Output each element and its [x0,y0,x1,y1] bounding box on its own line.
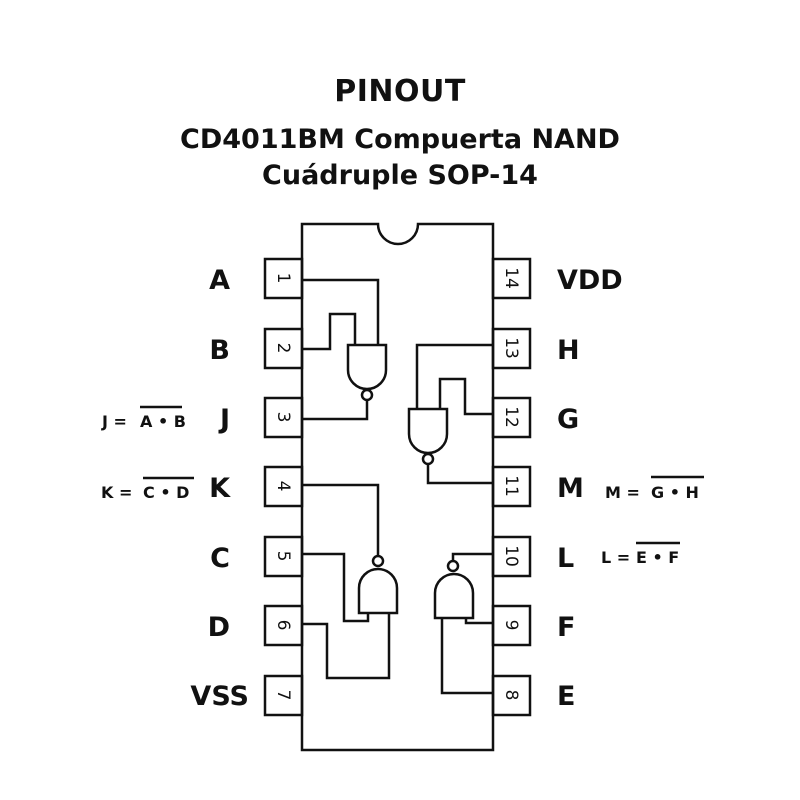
svg-text:E • F: E • F [636,548,679,567]
chip-body [300,222,495,752]
label-B: B [209,335,230,366]
svg-text:11: 11 [501,475,521,497]
title-line-2: Cuádruple SOP-14 [262,160,538,191]
svg-text:L =: L = [601,548,630,567]
left-pin-labels: A B J K C D VSS [190,265,249,712]
pin-10: 10 [491,535,532,578]
svg-text:9: 9 [501,620,521,631]
svg-text:8: 8 [501,690,521,701]
svg-text:14: 14 [501,267,521,289]
svg-text:M =: M = [605,483,640,502]
label-H: H [557,335,580,366]
right-pin-labels: VDD H G M L F E [557,265,623,712]
pin-4: 4 [263,465,304,508]
nand-gate-3 [302,483,399,680]
svg-text:12: 12 [501,406,521,428]
equation-L: L = E • F [601,541,680,567]
right-pins: 14 13 12 11 10 9 8 [491,257,532,717]
title-line-1: CD4011BM Compuerta NAND [180,124,620,155]
label-E: E [557,681,575,712]
svg-text:A • B: A • B [140,412,186,431]
svg-text:J =: J = [101,412,127,431]
svg-text:3: 3 [273,412,293,423]
pin-14: 14 [491,257,532,300]
equation-K: K = C • D [101,476,194,502]
svg-text:4: 4 [273,481,293,492]
pin-1: 1 [263,257,304,300]
equation-J: J = A • B [101,405,186,431]
svg-text:G • H: G • H [651,483,699,502]
pin-13: 13 [491,327,532,370]
pinout-heading: PINOUT [334,74,466,109]
label-G: G [557,404,579,435]
nand-gate-2 [407,343,493,485]
svg-text:2: 2 [273,343,293,354]
svg-text:K =: K = [101,483,132,502]
pin-7: 7 [263,674,304,717]
label-VSS: VSS [190,681,249,712]
svg-text:1: 1 [273,273,293,284]
label-D: D [208,612,230,643]
label-F: F [557,612,575,643]
label-K: K [209,473,231,504]
label-L: L [557,543,574,574]
label-M: M [557,473,584,504]
pin-11: 11 [491,465,532,508]
label-A: A [209,265,230,296]
label-C: C [210,543,230,574]
left-pins: 1 2 3 4 5 6 7 [263,257,304,717]
nand-gate-4 [433,552,493,695]
equation-M: M = G • H [605,475,704,502]
svg-text:C • D: C • D [143,483,189,502]
pin-6: 6 [263,604,304,647]
svg-text:7: 7 [273,690,293,701]
label-VDD: VDD [557,265,623,296]
svg-text:5: 5 [273,551,293,562]
pin-2: 2 [263,327,304,370]
svg-text:13: 13 [501,337,521,359]
svg-text:10: 10 [501,545,521,567]
pin-3: 3 [263,396,304,439]
pin-5: 5 [263,535,304,578]
label-J: J [218,404,230,435]
nand-gate-1 [302,278,388,421]
svg-text:6: 6 [273,620,293,631]
pin-12: 12 [491,396,532,439]
pin-8: 8 [491,674,532,717]
pin-9: 9 [491,604,532,647]
